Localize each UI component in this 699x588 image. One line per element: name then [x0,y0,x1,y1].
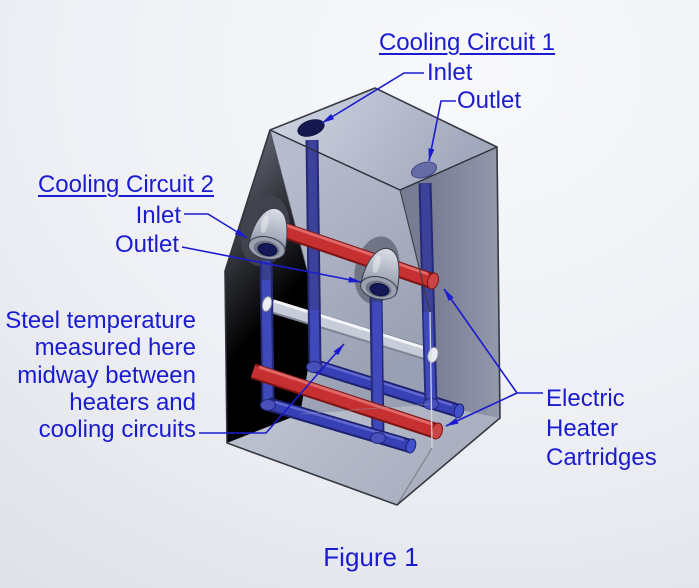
circuit2-bore-cap [405,438,417,454]
circuit1-bore-cap [453,403,465,419]
heater-label-line: Cartridges [546,444,657,471]
circuit2-outlet-boss [360,247,400,300]
leader-cc1-outlet [428,100,456,162]
cooling-circuit-1-title: Cooling Circuit 1 [378,29,556,56]
steel-note-line: midway between [17,361,196,389]
circuit1-outlet-hole [410,161,438,179]
heater-label-line: Electric [546,385,625,412]
electric-heater-label: Electric Heater Cartridges [546,384,657,473]
block-top-face [270,88,497,190]
heater-tube-lower [250,363,439,439]
circuit1-outlet-label: Outlet [457,87,522,114]
leader-heater-upper [443,288,518,394]
cooling-circuit-2-title: Cooling Circuit 2 [37,171,215,198]
steel-temperature-note: Steel temperature measured here midway b… [2,307,196,443]
leader-steel-note [199,343,345,434]
temperature-probe-tube [265,298,435,362]
circuit2-outlet-label: Outlet [114,231,179,258]
leader-cc2-inlet [184,213,248,239]
leader-cc2-outlet [181,246,362,283]
leader-heater-lower [445,392,518,427]
heater-tube-upper [268,218,435,289]
steel-note-line: cooling circuits [38,416,196,444]
tube-elbows [260,361,439,444]
leader-cc1-inlet [321,72,424,124]
circuit2-inlet-label: Inlet [135,202,181,229]
steel-note-line: heaters and [69,388,196,416]
probe-cap-left [261,296,273,312]
steel-note-line: measured here [34,334,196,362]
figure-caption: Figure 1 [323,542,419,572]
heater1-cap [427,272,439,290]
leader-lines [181,72,543,434]
circuit2-inlet-boss [248,207,288,260]
circuit1-inlet-hole [297,119,325,137]
circuit1-inlet-label: Inlet [427,59,473,86]
block-edges [224,87,501,506]
steel-note-line: Steel temperature [5,307,196,334]
heater-label-line: Heater [546,414,619,442]
